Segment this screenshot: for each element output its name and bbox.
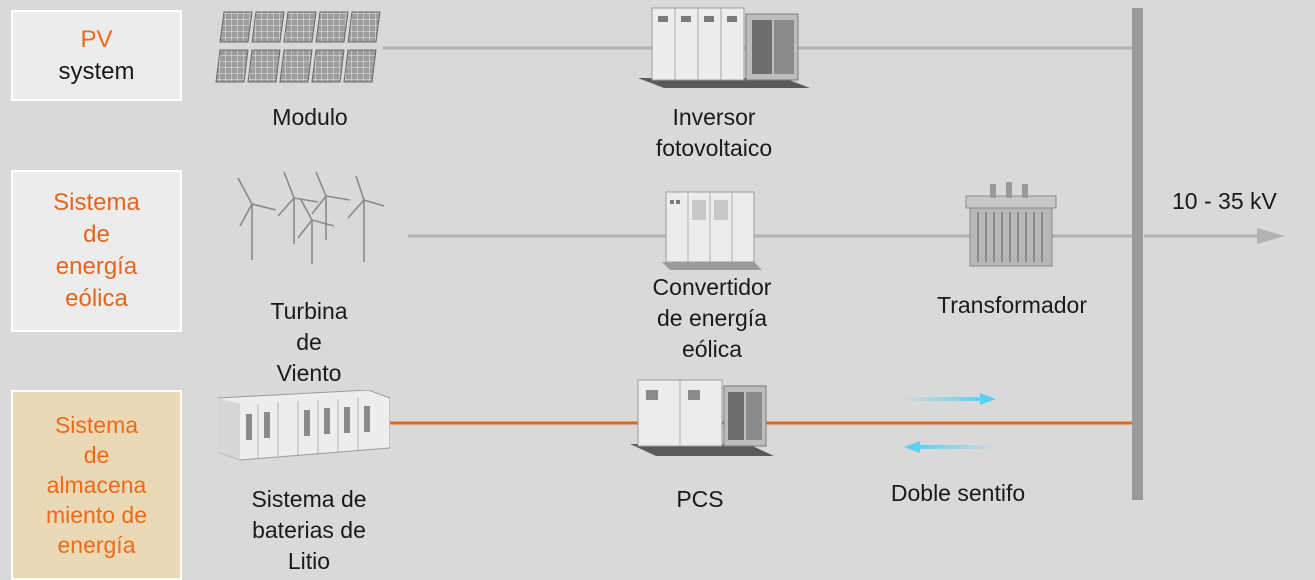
grid-output-arrowhead bbox=[1257, 228, 1285, 244]
wind-system-line: Sistema bbox=[53, 189, 140, 216]
pv-system-title: PV bbox=[80, 25, 113, 53]
bateria-label-line: Sistema de bbox=[251, 486, 367, 512]
bateria-label-line: baterias de bbox=[252, 517, 366, 543]
modulo-label-text: Modulo bbox=[272, 104, 348, 130]
turbina-label-line: Turbina bbox=[270, 298, 348, 324]
wind-system-box: Sistema de energía eólica bbox=[11, 170, 182, 332]
convertidor-label-line: eólica bbox=[681, 336, 743, 362]
pv-inverter-cabinet-icon bbox=[634, 2, 814, 99]
inversor-label-line: Inversor bbox=[672, 104, 756, 130]
doble-sentido-label: Doble sentifo bbox=[860, 478, 1056, 509]
transformador-label-text: Transformador bbox=[937, 292, 1087, 318]
pcs-label: PCS bbox=[650, 484, 750, 515]
arrow-left-icon bbox=[904, 441, 997, 453]
pcs-label-text: PCS bbox=[676, 486, 724, 512]
inversor-label-line: fotovoltaico bbox=[655, 135, 773, 161]
doble-sentido-label-text: Doble sentifo bbox=[890, 480, 1026, 506]
wind-system-line: de bbox=[83, 221, 110, 248]
voltage-label: 10 - 35 kV bbox=[1172, 186, 1312, 217]
inversor-label: Inversor fotovoltaico bbox=[624, 102, 804, 164]
transformador-label: Transformador bbox=[912, 290, 1112, 321]
storage-system-box: Sistema de almacena miento de energía bbox=[11, 390, 182, 580]
storage-system-line: almacena bbox=[46, 472, 147, 498]
arrow-right-icon bbox=[903, 393, 996, 405]
bateria-label: Sistema de baterias de Litio bbox=[224, 484, 394, 577]
pv-system-subtitle: system bbox=[58, 57, 135, 85]
solar-panels-icon bbox=[214, 8, 384, 93]
storage-system-line: energía bbox=[57, 532, 136, 558]
pv-system-box: PV system bbox=[11, 10, 182, 101]
convertidor-label-line: Convertidor bbox=[652, 274, 772, 300]
turbina-label: Turbina de Viento bbox=[244, 296, 374, 389]
wind-turbines-icon bbox=[222, 168, 392, 273]
battery-container-icon bbox=[217, 389, 391, 467]
wind-system-line: energía bbox=[55, 253, 138, 280]
storage-system-line: Sistema bbox=[54, 412, 139, 438]
convertidor-label-line: de energía bbox=[657, 305, 767, 331]
storage-system-line: miento de bbox=[45, 502, 147, 528]
voltage-label-text: 10 - 35 kV bbox=[1172, 188, 1277, 214]
modulo-label: Modulo bbox=[240, 102, 380, 133]
turbina-label-line: de bbox=[296, 329, 322, 355]
pcs-cabinet-icon bbox=[628, 372, 778, 467]
turbina-label-line: Viento bbox=[276, 360, 342, 386]
bateria-label-line: Litio bbox=[287, 548, 331, 574]
transformer-icon bbox=[960, 178, 1060, 279]
wind-converter-cabinet-icon bbox=[662, 188, 762, 277]
wind-system-line: eólica bbox=[65, 285, 128, 312]
convertidor-label: Convertidor de energía eólica bbox=[624, 272, 800, 365]
bus-bar bbox=[1132, 8, 1143, 500]
storage-system-line: de bbox=[83, 442, 110, 468]
